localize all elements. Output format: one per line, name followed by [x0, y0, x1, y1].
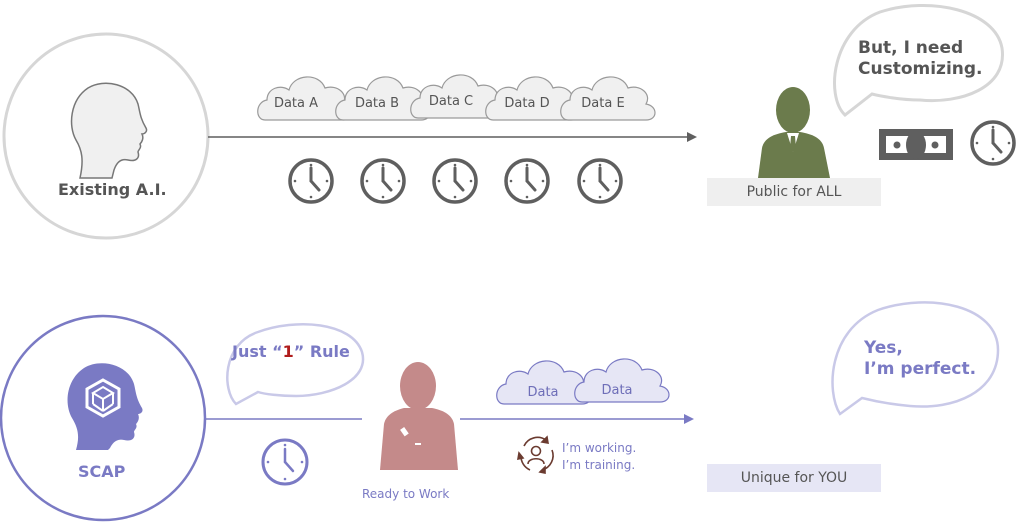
cycle-user-icon [517, 435, 554, 474]
top-arrow-head [687, 132, 697, 142]
status-line: I’m training. [562, 458, 636, 472]
rule-text-highlight: 1 [282, 342, 294, 361]
clock-icon [577, 158, 623, 204]
customizing-speech-bubble [833, 4, 1004, 117]
rule-text-before: Just “ [232, 342, 283, 361]
money-bill-icon [879, 129, 953, 160]
public-for-all-tag: Public for ALL [707, 178, 881, 206]
customizing-speech-text: But, I need Customizing. [858, 38, 983, 81]
cloud-label: Data E [581, 96, 625, 111]
bottom-arrow-head [684, 414, 694, 424]
scap-label: SCAP [78, 462, 126, 481]
rule-text-after: ” Rule [293, 342, 350, 361]
clock-icon [288, 158, 334, 204]
head-outline-icon [70, 82, 148, 179]
status-line: I’m working. [562, 441, 637, 455]
speech-line: I’m perfect. [864, 359, 977, 380]
speech-line: Yes, [864, 338, 903, 358]
clock-icon [261, 438, 309, 486]
clock-icon [970, 120, 1016, 166]
cloud-label: Data [527, 385, 559, 400]
status-text: I’m working. I’m training. [562, 440, 636, 474]
head-cube-icon [67, 363, 143, 450]
cloud-label: Data C [428, 94, 474, 109]
unique-for-you-tag: Unique for YOU [707, 464, 881, 492]
worker-icon [380, 362, 458, 470]
rule-speech-text: Just “1” Rule [232, 342, 350, 362]
speech-line: But, I need [858, 38, 964, 58]
cloud-label: Data D [504, 96, 550, 111]
clock-icon [432, 158, 478, 204]
perfect-speech-text: Yes, I’m perfect. [864, 338, 976, 381]
existing-ai-label: Existing A.I. [58, 180, 167, 199]
clock-icon [360, 158, 406, 204]
perfect-speech-bubble [831, 301, 1000, 416]
cloud-label: Data A [273, 96, 319, 111]
clock-icon [504, 158, 550, 204]
cloud-label: Data B [354, 96, 400, 111]
businessman-icon [758, 87, 830, 178]
rule-speech-bubble [226, 323, 365, 406]
speech-line: Customizing. [858, 59, 983, 80]
ready-to-work-label: Ready to Work [362, 487, 450, 501]
cloud-label: Data [601, 383, 633, 398]
